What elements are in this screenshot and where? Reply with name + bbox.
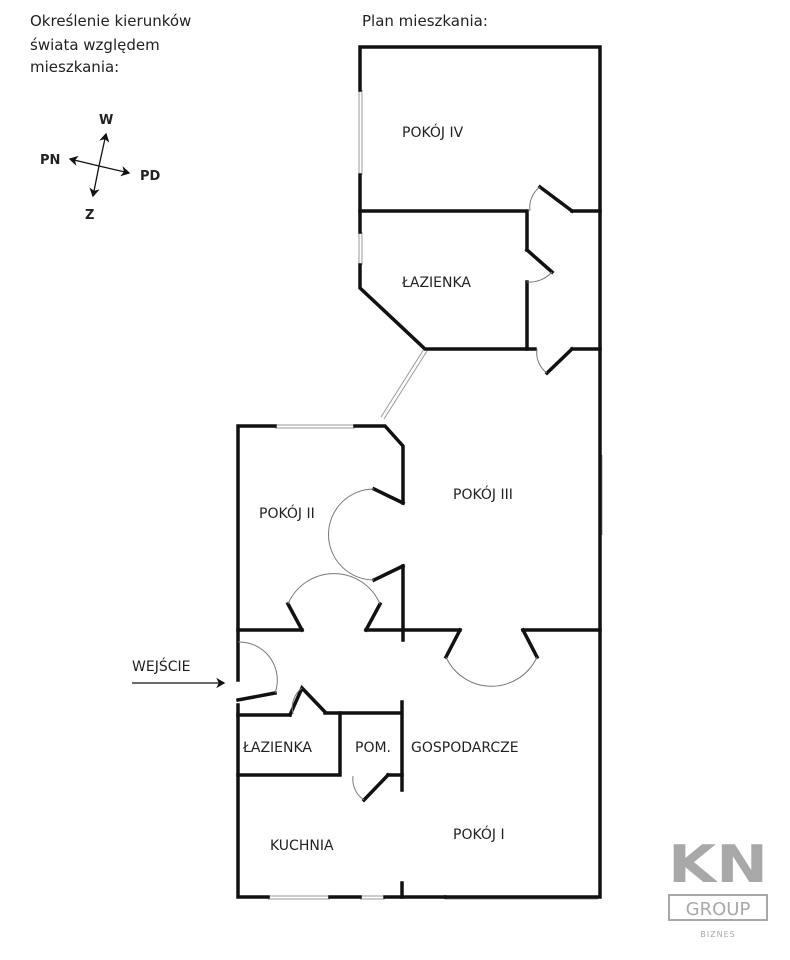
logo-sub: BIZNES xyxy=(700,930,735,939)
plan-title: Plan mieszkania: xyxy=(362,12,488,30)
orientation-heading-2: świata względem xyxy=(30,36,160,54)
logo-mark: KN xyxy=(668,835,768,895)
compass-pd: PD xyxy=(140,169,161,184)
room-pokoj-iii: POKÓJ III xyxy=(453,485,513,503)
windows xyxy=(268,90,603,900)
room-pom: POM. xyxy=(355,740,391,756)
kn-group-logo: KN GROUP BIZNES xyxy=(668,835,768,939)
logo-group: GROUP xyxy=(686,899,751,920)
compass-z: Z xyxy=(85,208,94,223)
compass-icon xyxy=(68,132,131,198)
room-pokoj-i: POKÓJ I xyxy=(453,825,505,843)
compass-pn: PN xyxy=(40,153,60,168)
compass-w: W xyxy=(99,113,113,128)
walls xyxy=(235,45,602,899)
room-lazienka-bottom: ŁAZIENKA xyxy=(242,740,312,756)
room-lazienka-top: ŁAZIENKA xyxy=(401,275,471,291)
orientation-heading-3: mieszkania: xyxy=(30,58,119,76)
orientation-heading-1: Określenie kierunków xyxy=(30,12,191,30)
room-pokoj-iv: POKÓJ IV xyxy=(402,123,464,141)
door-swings xyxy=(237,186,553,801)
room-kuchnia: KUCHNIA xyxy=(270,838,334,854)
room-pokoj-ii: POKÓJ II xyxy=(259,504,315,522)
entrance-label: WEJŚCIE xyxy=(132,657,190,675)
room-gospodarcze: GOSPODARCZE xyxy=(411,740,519,756)
